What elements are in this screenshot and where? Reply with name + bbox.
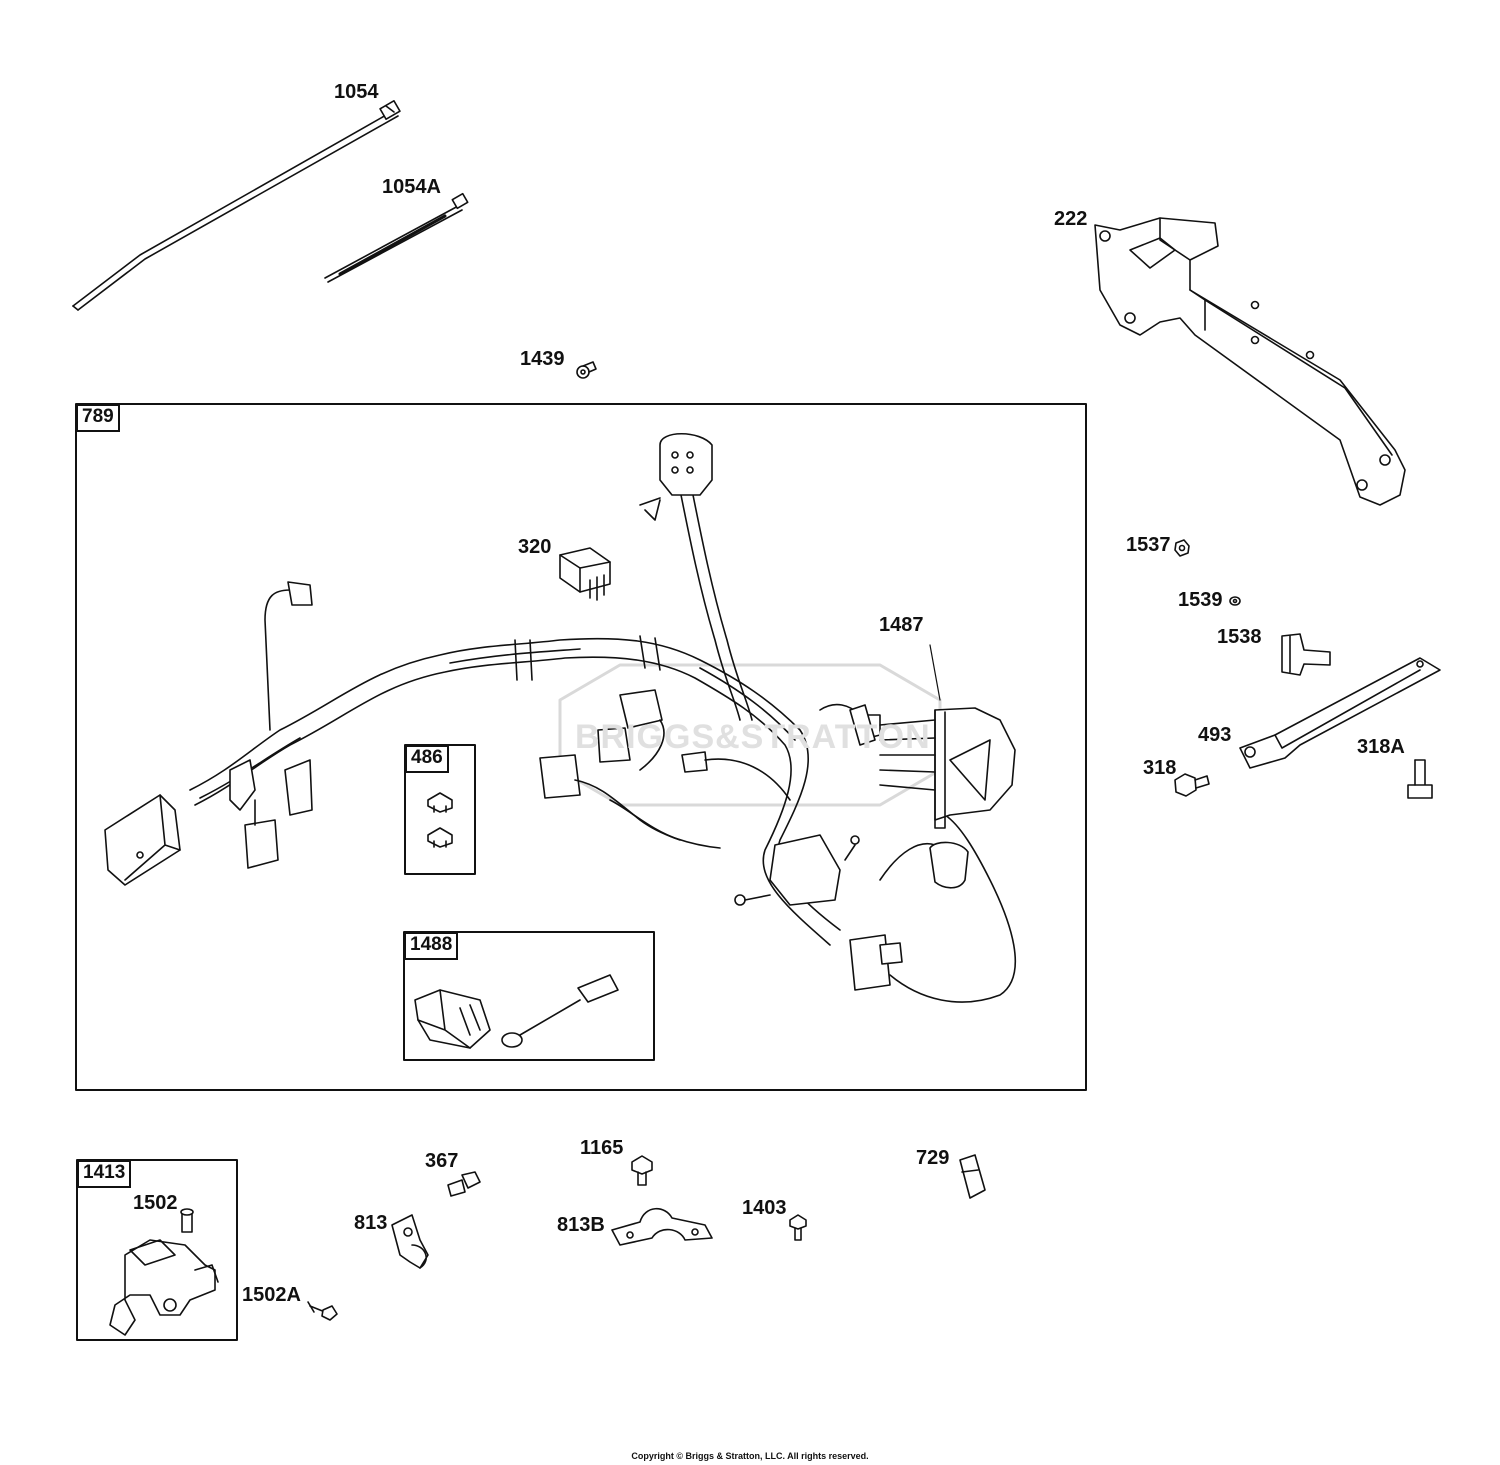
callout-222: 222 (1054, 208, 1088, 230)
box-tag-789: 789 (76, 404, 120, 432)
box-tag-1413: 1413 (77, 1160, 132, 1188)
sensor-1413 (109, 1208, 219, 1336)
cable-tie-1054 (72, 100, 401, 311)
watermark-text: BRIGGS&STRATTON (575, 718, 931, 756)
box-tag-486: 486 (405, 745, 449, 773)
stud-1538 (1281, 633, 1331, 676)
callout-493: 493 (1198, 724, 1232, 746)
callout-318: 318 (1143, 757, 1177, 779)
connector-kit-1488 (414, 974, 619, 1049)
callout-318a: 318A (1357, 736, 1405, 758)
box-1413-frame (76, 1159, 238, 1341)
clip-813 (391, 1214, 429, 1269)
connector-1487 (879, 644, 1016, 829)
clip-729 (959, 1154, 986, 1199)
callout-1539: 1539 (1178, 589, 1223, 611)
bolt-1165 (631, 1155, 653, 1186)
callout-813: 813 (354, 1212, 388, 1234)
bolt-318 (1174, 773, 1210, 797)
clamp-813b (611, 1207, 713, 1246)
callout-1054: 1054 (334, 81, 379, 103)
box-789-frame (75, 403, 1087, 1091)
bolt-367 (447, 1171, 481, 1197)
bracket-222 (1094, 217, 1406, 506)
callout-1165: 1165 (580, 1137, 624, 1159)
bolt-318a (1407, 759, 1433, 799)
callout-1403: 1403 (742, 1197, 787, 1219)
washer-1539 (1229, 596, 1241, 606)
wiring-harness-789 (104, 433, 1016, 1003)
cable-tie-1054a (324, 192, 469, 283)
screw-1439 (576, 361, 597, 379)
callout-1502a: 1502A (242, 1284, 301, 1306)
screw-1403 (789, 1214, 807, 1241)
callout-813b: 813B (557, 1214, 605, 1236)
relay-320 (559, 547, 611, 601)
callout-1537: 1537 (1126, 534, 1171, 556)
callout-1487: 1487 (879, 614, 924, 636)
box-tag-1488: 1488 (404, 932, 459, 960)
fuses-486 (427, 792, 453, 848)
callout-320: 320 (518, 536, 552, 558)
callout-729: 729 (916, 1147, 950, 1169)
strap-493 (1239, 657, 1441, 769)
callout-1439: 1439 (520, 348, 565, 370)
callout-367: 367 (425, 1150, 459, 1172)
callout-1538: 1538 (1217, 626, 1262, 648)
screw-1502a (307, 1301, 338, 1321)
copyright-footer: Copyright © Briggs & Stratton, LLC. All … (631, 1451, 869, 1461)
box-1488-frame (403, 931, 655, 1061)
callout-1054a: 1054A (382, 176, 441, 198)
nut-1537 (1174, 539, 1190, 557)
callout-1502: 1502 (133, 1192, 178, 1214)
